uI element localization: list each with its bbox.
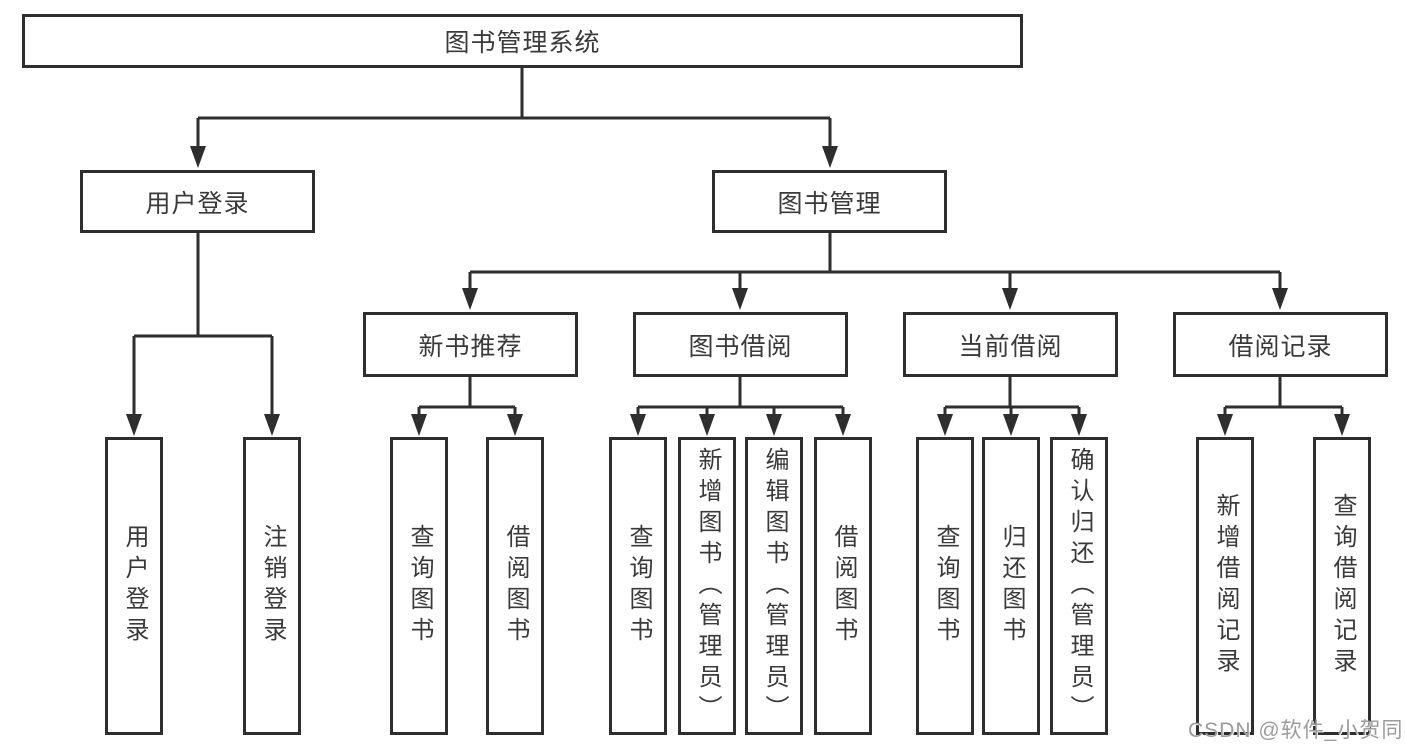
node-add-book-admin: 新增图书（管理员） bbox=[678, 437, 736, 735]
node-book-management-label: 图书管理 bbox=[777, 189, 882, 218]
node-query-books-current: 查询图书 bbox=[916, 437, 974, 735]
node-add-borrow-record: 新增借阅记录 bbox=[1196, 437, 1254, 735]
node-query-books-borrowing: 查询图书 bbox=[609, 437, 667, 735]
node-borrow-book-borrowing-label: 借阅图书 bbox=[830, 524, 857, 648]
node-return-book: 归还图书 bbox=[982, 437, 1040, 735]
node-user-login-label: 用户登录 bbox=[145, 189, 250, 218]
node-current-borrowing-label: 当前借阅 bbox=[958, 332, 1063, 361]
node-confirm-return-admin: 确认归还（管理员） bbox=[1050, 437, 1108, 735]
node-borrow-book-borrowing: 借阅图书 bbox=[814, 437, 872, 735]
node-add-book-admin-label: 新增图书（管理员） bbox=[694, 446, 721, 726]
node-user-login: 用户登录 bbox=[80, 170, 315, 233]
node-new-book-recommendation: 新书推荐 bbox=[363, 312, 578, 377]
node-root: 图书管理系统 bbox=[22, 14, 1023, 68]
node-query-books-recommend-label: 查询图书 bbox=[406, 524, 433, 648]
node-query-books-current-label: 查询图书 bbox=[932, 524, 959, 648]
node-borrowing-records-label: 借阅记录 bbox=[1228, 332, 1333, 361]
node-logout-action: 注销登录 bbox=[243, 437, 301, 735]
node-new-book-recommendation-label: 新书推荐 bbox=[418, 332, 523, 361]
node-root-label: 图书管理系统 bbox=[444, 29, 601, 57]
node-query-borrow-record: 查询借阅记录 bbox=[1313, 437, 1371, 735]
node-query-books-borrowing-label: 查询图书 bbox=[625, 524, 652, 648]
node-add-borrow-record-label: 新增借阅记录 bbox=[1212, 493, 1239, 679]
node-logout-action-label: 注销登录 bbox=[259, 524, 286, 648]
node-query-borrow-record-label: 查询借阅记录 bbox=[1329, 493, 1356, 679]
node-book-borrowing-label: 图书借阅 bbox=[688, 332, 793, 361]
node-return-book-label: 归还图书 bbox=[998, 524, 1025, 648]
node-borrow-book-recommend-label: 借阅图书 bbox=[502, 524, 529, 648]
node-query-books-recommend: 查询图书 bbox=[390, 437, 448, 735]
node-book-management: 图书管理 bbox=[712, 170, 947, 233]
node-confirm-return-admin-label: 确认归还（管理员） bbox=[1066, 446, 1093, 726]
node-user-login-action-label: 用户登录 bbox=[121, 524, 148, 648]
node-borrowing-records: 借阅记录 bbox=[1173, 312, 1388, 377]
node-user-login-action: 用户登录 bbox=[105, 437, 163, 735]
node-current-borrowing: 当前借阅 bbox=[903, 312, 1118, 377]
node-edit-book-admin: 编辑图书（管理员） bbox=[745, 437, 803, 735]
node-borrow-book-recommend: 借阅图书 bbox=[486, 437, 544, 735]
node-edit-book-admin-label: 编辑图书（管理员） bbox=[761, 446, 788, 726]
csdn-watermark: CSDN @软件_小贺同学 bbox=[1188, 719, 1405, 742]
node-book-borrowing: 图书借阅 bbox=[633, 312, 848, 377]
